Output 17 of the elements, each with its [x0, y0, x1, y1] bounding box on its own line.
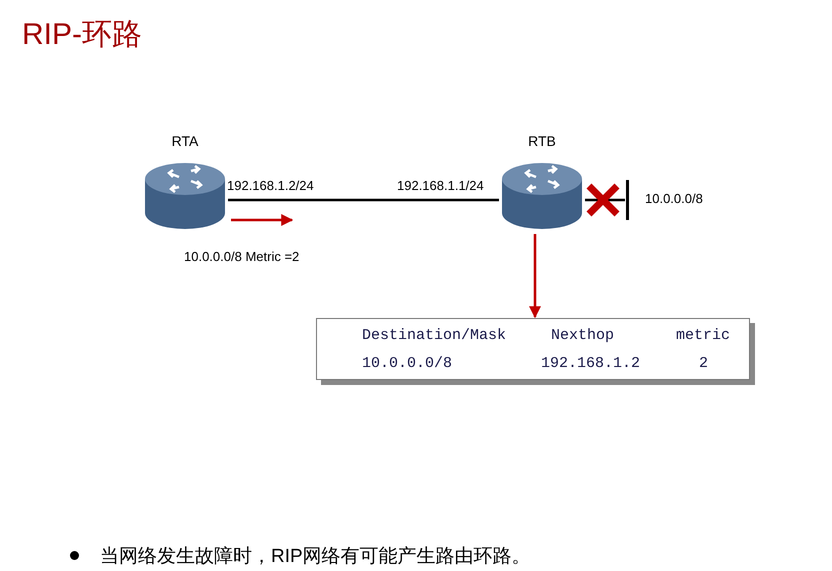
link-line: [585, 198, 625, 202]
router-name: RTB: [527, 133, 557, 149]
bullet-text: 当网络发生故障时，RIP网络有可能产生路由环路。: [100, 545, 531, 569]
interface-address: 192.168.1.2/24: [227, 178, 314, 193]
table-cell: metric: [676, 327, 730, 344]
network-label: 10.0.0.0/8: [645, 191, 703, 206]
link-line: [228, 198, 499, 202]
route-advertisement-label: 10.0.0.0/8 Metric =2: [184, 249, 300, 264]
arrow: [529, 234, 541, 318]
table-cell: 2: [699, 355, 708, 372]
table-cell: 10.0.0.0/8: [362, 355, 452, 372]
router-name: RTA: [170, 133, 200, 149]
table-cell: Destination/Mask: [362, 327, 506, 344]
table-cell: 192.168.1.2: [541, 355, 640, 372]
table-cell: Nexthop: [551, 327, 614, 344]
interface-address: 192.168.1.1/24: [397, 178, 484, 193]
slide-title: RIP-环路: [22, 17, 142, 53]
